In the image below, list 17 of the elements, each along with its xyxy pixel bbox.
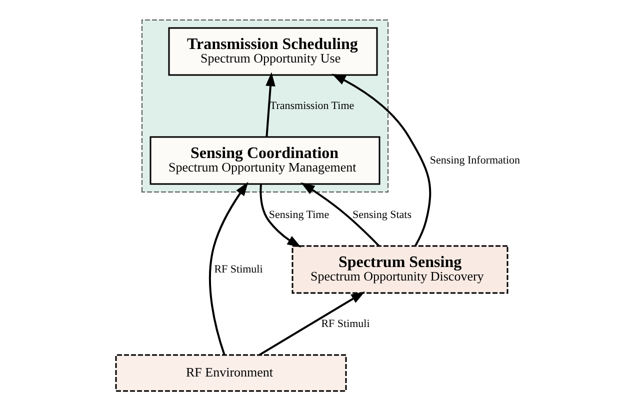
node-box: Sensing Coordination Spectrum Opportunity Management: [149, 136, 380, 185]
arrow: [259, 184, 301, 248]
node-box: RF Environment: [114, 354, 346, 392]
node-box: Transmission Scheduling Spectrum Opportunity Use: [168, 27, 378, 76]
edge-label: RF Stimuli: [320, 318, 370, 330]
arrow: [265, 72, 275, 137]
node-box: Spectrum Sensing Spectrum Opportunity Discovery: [291, 245, 508, 294]
arrow: [331, 74, 431, 246]
edge-label: RF Stimuli: [214, 263, 262, 276]
arrow: [208, 182, 248, 356]
edge-label: Sensing Time: [268, 208, 329, 221]
cluster: [141, 20, 388, 192]
arrow: [300, 182, 380, 247]
edge-label: Sensing Stats: [352, 208, 411, 221]
arrow: [258, 291, 365, 356]
edge-label: Transmission Time: [269, 100, 354, 112]
edge-label: Sensing Information: [429, 154, 520, 166]
